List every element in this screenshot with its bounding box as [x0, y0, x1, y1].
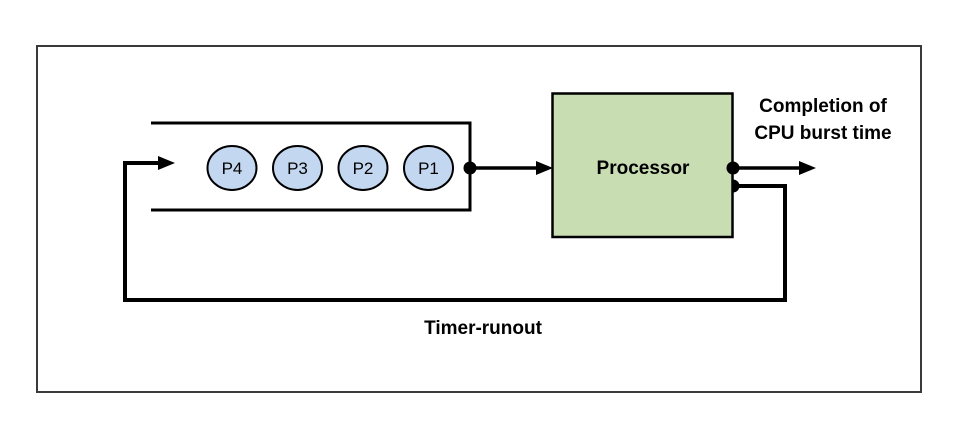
- process-node-p4: P4: [206, 145, 258, 191]
- timer-runout-caption: Timer-runout: [424, 318, 543, 339]
- feedback-path: [123, 161, 787, 302]
- processor-rect: [551, 92, 734, 239]
- process-ellipse: [206, 145, 258, 191]
- processor-label: Processor: [597, 158, 691, 179]
- process-label: P2: [353, 159, 374, 178]
- queue-to-processor-arrow: [463, 161, 553, 175]
- process-ellipse: [272, 145, 323, 191]
- completion-arrowhead: [799, 161, 816, 175]
- process-label: P1: [418, 159, 439, 178]
- completion-caption-line1: Completion of: [759, 96, 887, 117]
- process-node-p3: P3: [272, 145, 323, 191]
- process-node-p2: P2: [337, 145, 389, 191]
- queue-entry-arrowhead: [158, 156, 175, 170]
- process-label: P3: [287, 159, 308, 178]
- processor-entry-arrowhead: [536, 161, 553, 175]
- process-node-p1: P1: [403, 145, 454, 191]
- processor-box: Processor: [551, 92, 734, 239]
- outer-frame: [36, 45, 922, 393]
- process-ellipse: [403, 145, 454, 191]
- completion-caption-line2: CPU burst time: [754, 123, 891, 144]
- process-label: P4: [222, 159, 243, 178]
- completion-arrow: [726, 161, 816, 175]
- process-ellipse: [337, 145, 389, 191]
